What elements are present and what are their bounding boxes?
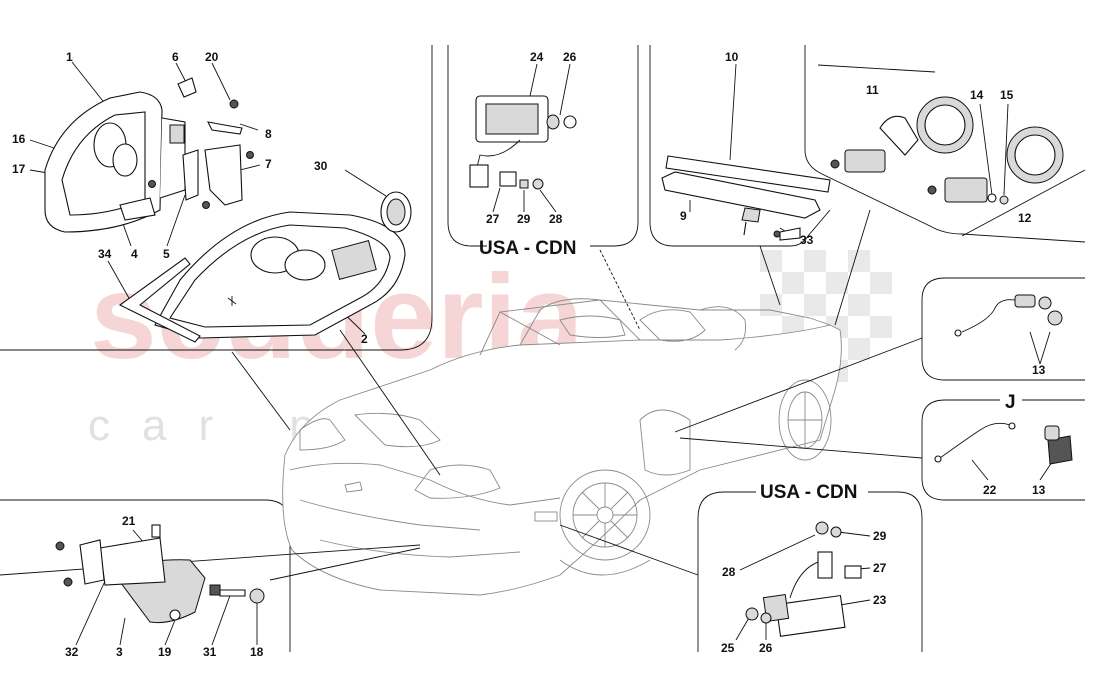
- callout-26-top: 26: [563, 50, 577, 64]
- callout-18: 18: [250, 645, 264, 659]
- car-outline: [282, 298, 842, 596]
- callout-33: 33: [800, 233, 814, 247]
- callout-4: 4: [131, 247, 138, 261]
- callout-19: 19: [158, 645, 172, 659]
- callout-28-bottom: 28: [722, 565, 736, 579]
- part-side-repeater-usa: [469, 95, 577, 190]
- callout-22: 22: [983, 483, 997, 497]
- callout-25: 25: [721, 641, 735, 655]
- callout-17: 17: [12, 162, 26, 176]
- callout-24: 24: [530, 50, 544, 64]
- part-headlamp-2: [154, 211, 406, 339]
- region-labels: USA - CDN USA - CDN J: [479, 238, 1016, 503]
- callout-13-top: 13: [1032, 363, 1046, 377]
- callout-3: 3: [116, 645, 123, 659]
- part-bulb-13-top: [954, 294, 1063, 337]
- callout-16: 16: [12, 132, 26, 146]
- callout-29-top: 29: [517, 212, 531, 226]
- part-cap-30: [380, 191, 412, 233]
- callout-29-bottom: 29: [873, 529, 887, 543]
- callout-26-bottom: 26: [759, 641, 773, 655]
- callout-15: 15: [1000, 88, 1014, 102]
- callout-10: 10: [725, 50, 739, 64]
- callout-12: 12: [1018, 211, 1032, 225]
- callout-14: 14: [970, 88, 984, 102]
- callout-23: 23: [873, 593, 887, 607]
- callout-30: 30: [314, 159, 328, 173]
- region-usa-cdn-bottom: USA - CDN: [760, 482, 857, 503]
- part-rear-lamps: [830, 96, 1064, 205]
- region-j-label: J: [1005, 392, 1016, 413]
- callout-31: 31: [203, 645, 217, 659]
- callout-5: 5: [163, 247, 170, 261]
- callout-21: 21: [122, 514, 136, 528]
- callout-6: 6: [172, 50, 179, 64]
- part-fog-lamp: [55, 524, 265, 623]
- region-usa-cdn-top: USA - CDN: [479, 238, 576, 259]
- callout-20: 20: [205, 50, 219, 64]
- callout-9: 9: [680, 209, 687, 223]
- callout-1: 1: [66, 50, 73, 64]
- callout-8: 8: [265, 127, 272, 141]
- callout-13-bottom: 13: [1032, 483, 1046, 497]
- part-trim-34: [118, 257, 201, 343]
- callout-2: 2: [361, 332, 368, 346]
- part-third-brake-lamp: [661, 155, 831, 241]
- part-headlamp-assembly-1: [44, 91, 186, 233]
- callout-28-top: 28: [549, 212, 563, 226]
- callout-32: 32: [65, 645, 79, 659]
- callout-7: 7: [265, 157, 272, 171]
- callout-27-top: 27: [486, 212, 500, 226]
- callout-27-bottom: 27: [873, 561, 887, 575]
- part-side-repeater-usa-bottom: [745, 521, 862, 637]
- callout-11: 11: [866, 83, 879, 97]
- callout-numbers: 1 2 3 4 5 6 7 8 9 10 11 12 13 13 14 15 1…: [12, 50, 1046, 659]
- leader-lines: [0, 61, 1086, 646]
- callout-34: 34: [98, 247, 112, 261]
- part-side-marker-j: [934, 422, 1073, 465]
- part-brackets: [119, 77, 254, 221]
